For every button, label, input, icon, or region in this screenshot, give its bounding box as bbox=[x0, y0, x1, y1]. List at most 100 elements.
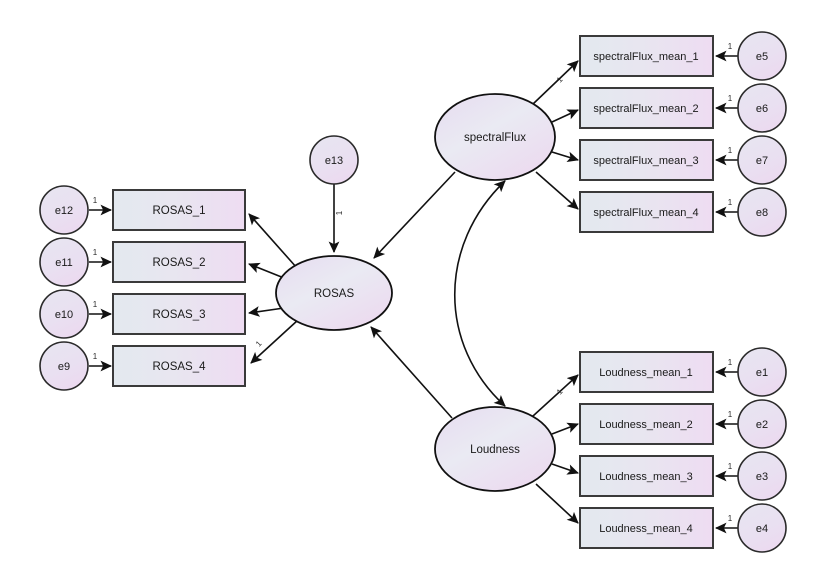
box-loudness-mean-4[interactable] bbox=[579, 507, 714, 549]
box-loudness-mean-1[interactable] bbox=[579, 351, 714, 393]
error-term-e13[interactable]: e13 bbox=[309, 135, 359, 185]
coef-e1-to-mean1: 1 bbox=[728, 358, 733, 367]
label-spectralflux-mean-4: spectralFlux_mean_4 bbox=[593, 207, 698, 219]
error-term-e1[interactable]: e1 bbox=[737, 347, 787, 397]
coefficient-labels-loadings: 1 1 1 1 bbox=[254, 75, 565, 397]
observed-variable-spectralflux-mean-1[interactable]: spectralFlux_mean_1 bbox=[579, 35, 714, 77]
coef-e2-to-mean2: 1 bbox=[728, 410, 733, 419]
error-term-e10[interactable]: e10 bbox=[39, 289, 89, 339]
observed-variable-loudness-mean-2[interactable]: Loudness_mean_2 bbox=[579, 403, 714, 445]
error-term-e11[interactable]: e11 bbox=[39, 237, 89, 287]
observed-variable-spectralflux-mean-2[interactable]: spectralFlux_mean_2 bbox=[579, 87, 714, 129]
ellipse-spectralflux[interactable] bbox=[434, 93, 556, 181]
observed-variable-rosas-3[interactable]: ROSAS_3 bbox=[112, 293, 246, 335]
circle-e10[interactable] bbox=[39, 289, 89, 339]
edge-rosas-to-rosas1 bbox=[248, 213, 298, 269]
edge-rosas-to-rosas3 bbox=[248, 306, 285, 317]
label-e10: e10 bbox=[55, 309, 73, 321]
error-term-e3[interactable]: e3 bbox=[737, 451, 787, 501]
coef-spectralflux-to-mean1: 1 bbox=[555, 75, 565, 85]
observed-variable-spectralflux-mean-3[interactable]: spectralFlux_mean_3 bbox=[579, 139, 714, 181]
coef-e9-to-rosas4: 1 bbox=[93, 352, 98, 361]
coef-e6-to-mean2: 1 bbox=[728, 94, 733, 103]
coef-loudness-to-mean1: 1 bbox=[555, 387, 565, 397]
latent-variable-spectralflux[interactable]: spectralFlux bbox=[434, 93, 556, 181]
edge-loudness-to-mean1 bbox=[532, 374, 579, 417]
observed-variable-loudness-mean-3[interactable]: Loudness_mean_3 bbox=[579, 455, 714, 497]
label-rosas-4: ROSAS_4 bbox=[152, 361, 206, 373]
observed-variable-rosas-1[interactable]: ROSAS_1 bbox=[112, 189, 246, 231]
label-e3: e3 bbox=[756, 471, 768, 483]
latent-variable-rosas[interactable]: ROSAS bbox=[275, 255, 393, 331]
label-e5: e5 bbox=[756, 51, 768, 63]
box-rosas-4[interactable] bbox=[112, 345, 246, 387]
coefficient-labels-left-errors: 1 1 1 1 bbox=[93, 196, 98, 361]
box-loudness-mean-2[interactable] bbox=[579, 403, 714, 445]
error-term-e6[interactable]: e6 bbox=[737, 83, 787, 133]
label-e8: e8 bbox=[756, 207, 768, 219]
observed-variable-loudness-mean-1[interactable]: Loudness_mean_1 bbox=[579, 351, 714, 393]
label-rosas-1: ROSAS_1 bbox=[152, 205, 205, 217]
error-term-e5[interactable]: e5 bbox=[737, 31, 787, 81]
label-e12: e12 bbox=[55, 205, 73, 217]
coefficient-labels-right-errors: 1 1 1 1 1 1 1 1 bbox=[728, 42, 733, 523]
label-e2: e2 bbox=[756, 419, 768, 431]
box-spectralflux-mean-2[interactable] bbox=[579, 87, 714, 129]
coef-e11-to-rosas2: 1 bbox=[93, 248, 98, 257]
circle-e8[interactable] bbox=[737, 187, 787, 237]
ellipse-rosas[interactable] bbox=[275, 255, 393, 331]
label-loudness-mean-1: Loudness_mean_1 bbox=[599, 367, 693, 379]
observed-variable-rosas-4[interactable]: ROSAS_4 bbox=[112, 345, 246, 387]
box-spectralflux-mean-4[interactable] bbox=[579, 191, 714, 233]
circle-e1[interactable] bbox=[737, 347, 787, 397]
circle-e12[interactable] bbox=[39, 185, 89, 235]
loading-arrows-spectralflux bbox=[532, 60, 579, 210]
edge-rosas-to-rosas4 bbox=[250, 319, 299, 364]
observed-variable-loudness-mean-4[interactable]: Loudness_mean_4 bbox=[579, 507, 714, 549]
observed-variable-rosas-2[interactable]: ROSAS_2 bbox=[112, 241, 246, 283]
circle-e5[interactable] bbox=[737, 31, 787, 81]
ellipse-loudness[interactable] bbox=[434, 406, 556, 492]
error-term-e7[interactable]: e7 bbox=[737, 135, 787, 185]
box-rosas-3[interactable] bbox=[112, 293, 246, 335]
label-rosas-2: ROSAS_2 bbox=[152, 257, 205, 269]
label-loudness-mean-4: Loudness_mean_4 bbox=[599, 523, 693, 535]
loading-arrows-loudness bbox=[532, 374, 579, 524]
circle-e11[interactable] bbox=[39, 237, 89, 287]
coef-rosas-to-rosas4: 1 bbox=[254, 339, 264, 349]
label-loudness-mean-2: Loudness_mean_2 bbox=[599, 419, 693, 431]
box-loudness-mean-3[interactable] bbox=[579, 455, 714, 497]
coef-e3-to-mean3: 1 bbox=[728, 462, 733, 471]
circle-e2[interactable] bbox=[737, 399, 787, 449]
circle-e4[interactable] bbox=[737, 503, 787, 553]
box-spectralflux-mean-1[interactable] bbox=[579, 35, 714, 77]
box-rosas-1[interactable] bbox=[112, 189, 246, 231]
circle-e7[interactable] bbox=[737, 135, 787, 185]
coef-e7-to-mean3: 1 bbox=[728, 146, 733, 155]
label-latent-spectralflux: spectralFlux bbox=[464, 132, 526, 144]
observed-variable-spectralflux-mean-4[interactable]: spectralFlux_mean_4 bbox=[579, 191, 714, 233]
label-e4: e4 bbox=[756, 523, 768, 535]
edge-spectralflux-to-rosas bbox=[373, 171, 456, 259]
error-term-e4[interactable]: e4 bbox=[737, 503, 787, 553]
error-term-e2[interactable]: e2 bbox=[737, 399, 787, 449]
circle-e13[interactable] bbox=[309, 135, 359, 185]
label-spectralflux-mean-2: spectralFlux_mean_2 bbox=[593, 103, 698, 115]
circle-e3[interactable] bbox=[737, 451, 787, 501]
coef-e4-to-mean4: 1 bbox=[728, 514, 733, 523]
edge-loudness-to-rosas bbox=[370, 326, 453, 419]
circle-e9[interactable] bbox=[39, 341, 89, 391]
latent-variable-loudness[interactable]: Loudness bbox=[434, 406, 556, 492]
box-spectralflux-mean-3[interactable] bbox=[579, 139, 714, 181]
structural-arrows bbox=[370, 171, 456, 419]
circle-e6[interactable] bbox=[737, 83, 787, 133]
box-rosas-2[interactable] bbox=[112, 241, 246, 283]
label-spectralflux-mean-3: spectralFlux_mean_3 bbox=[593, 155, 698, 167]
label-e1: e1 bbox=[756, 367, 768, 379]
error-term-e9[interactable]: e9 bbox=[39, 341, 89, 391]
coef-e8-to-mean4: 1 bbox=[728, 198, 733, 207]
error-term-e8[interactable]: e8 bbox=[737, 187, 787, 237]
label-loudness-mean-3: Loudness_mean_3 bbox=[599, 471, 693, 483]
error-term-e12[interactable]: e12 bbox=[39, 185, 89, 235]
